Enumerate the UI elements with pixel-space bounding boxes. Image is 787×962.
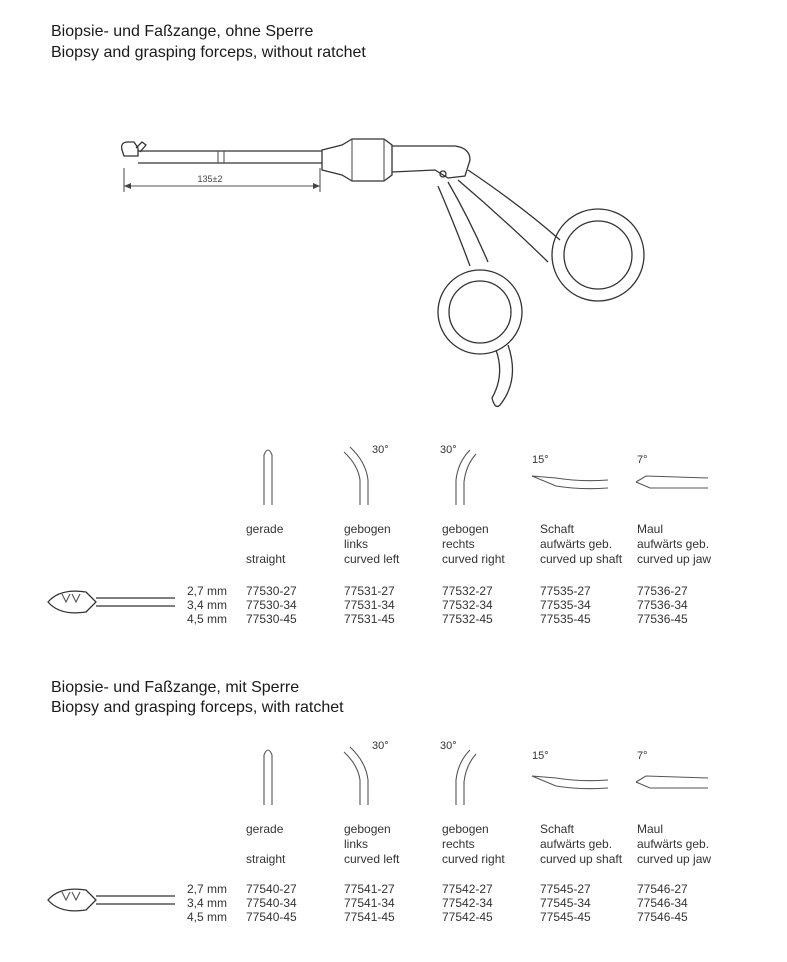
product-number: 77541-45 [344,910,395,924]
col4-de: Schaft [540,522,575,536]
product-number: 77546-27 [637,882,688,896]
col5-angle-2: 7° [637,750,648,762]
product-number: 77546-34 [637,896,688,910]
col5-de2-2: aufwärts geb. [637,837,710,851]
section2-title-de: Biopsie- und Faßzange, mit Sperre [51,679,300,696]
col4-de-2: Schaft [540,822,575,836]
col4-de2-2: aufwärts geb. [540,837,613,851]
col5-de-2: Maul [637,822,664,836]
product-number: 77531-34 [344,598,395,612]
product-number: 77530-27 [246,584,297,598]
size-row-2-2: 3,4 mm [187,896,228,910]
product-number: 77536-34 [637,598,688,612]
col5-angle: 7° [637,454,648,466]
product-number: 77540-45 [246,910,297,924]
size-row-3-2: 4,5 mm [187,910,228,924]
product-table-1: 30° 30° 15° 7° gerade straight gebogen l… [0,444,787,644]
col2-de: gebogen [344,522,391,536]
product-number: 77546-45 [637,910,688,924]
product-number: 77542-45 [442,910,493,924]
col1-de-2: gerade [246,822,284,836]
size-row-1: 2,7 mm [187,584,228,598]
col2-en-2: curved left [344,852,400,866]
col3-angle: 30° [440,444,457,456]
col5-de: Maul [637,522,664,536]
col1-de: gerade [246,522,284,536]
col2-en: curved left [344,552,400,566]
col3-de: gebogen [442,522,489,536]
product-number: 77531-45 [344,612,395,626]
product-number: 77545-45 [540,910,591,924]
product-number: 77532-34 [442,598,493,612]
product-number: 77541-34 [344,896,395,910]
product-number: 77536-27 [637,584,688,598]
jaw-detail-1 [47,590,175,614]
product-number: 77535-27 [540,584,591,598]
product-number: 77542-27 [442,882,493,896]
col3-en-2: curved right [442,852,505,866]
product-number: 77540-27 [246,882,297,896]
col4-en-2: curved up shaft [540,852,623,866]
col2-angle-2: 30° [372,740,389,752]
size-row-1-2: 2,7 mm [187,882,228,896]
col4-angle-2: 15° [532,750,549,762]
product-number: 77535-45 [540,612,591,626]
product-number: 77542-34 [442,896,493,910]
product-number: 77532-45 [442,612,493,626]
size-row-2: 3,4 mm [187,598,228,612]
section2-title-en: Biopsy and grasping forceps, with ratche… [51,699,344,716]
variant-icons-1 [263,446,709,505]
col2-de-2: gebogen [344,822,391,836]
product-number: 77532-27 [442,584,493,598]
dimension-label: 135±2 [198,174,223,184]
col3-de2-2: rechts [442,837,475,851]
col2-angle: 30° [372,444,389,456]
col4-en: curved up shaft [540,552,623,566]
product-number: 77536-45 [637,612,688,626]
col1-en-2: straight [246,852,286,866]
size-row-3: 4,5 mm [187,612,228,626]
product-number: 77541-27 [344,882,395,896]
col2-de2-2: links [344,837,369,851]
product-number: 77531-27 [344,584,395,598]
col4-de2: aufwärts geb. [540,537,613,551]
section1-title-en: Biopsy and grasping forceps, without rat… [51,44,366,61]
product-number: 77535-34 [540,598,591,612]
col3-de2: rechts [442,537,475,551]
product-number: 77540-34 [246,896,297,910]
section1-title-de: Biopsie- und Faßzange, ohne Sperre [51,23,314,40]
col1-en: straight [246,552,286,566]
col3-de-2: gebogen [442,822,489,836]
product-number: 77545-34 [540,896,591,910]
jaw-detail-2 [47,888,175,912]
variant-icons-2 [263,746,709,805]
col4-angle: 15° [532,454,549,466]
col5-en-2: curved up jaw [637,852,712,866]
product-number: 77545-27 [540,882,591,896]
forceps-illustration: 135±2 [120,138,645,408]
col2-de2: links [344,537,369,551]
product-number: 77530-34 [246,598,297,612]
col5-de2: aufwärts geb. [637,537,710,551]
col3-en: curved right [442,552,505,566]
col5-en: curved up jaw [637,552,712,566]
product-table-2: 30° 30° 15° 7° gerade straight gebogen l… [0,740,787,940]
col3-angle-2: 30° [440,740,457,752]
product-number: 77530-45 [246,612,297,626]
